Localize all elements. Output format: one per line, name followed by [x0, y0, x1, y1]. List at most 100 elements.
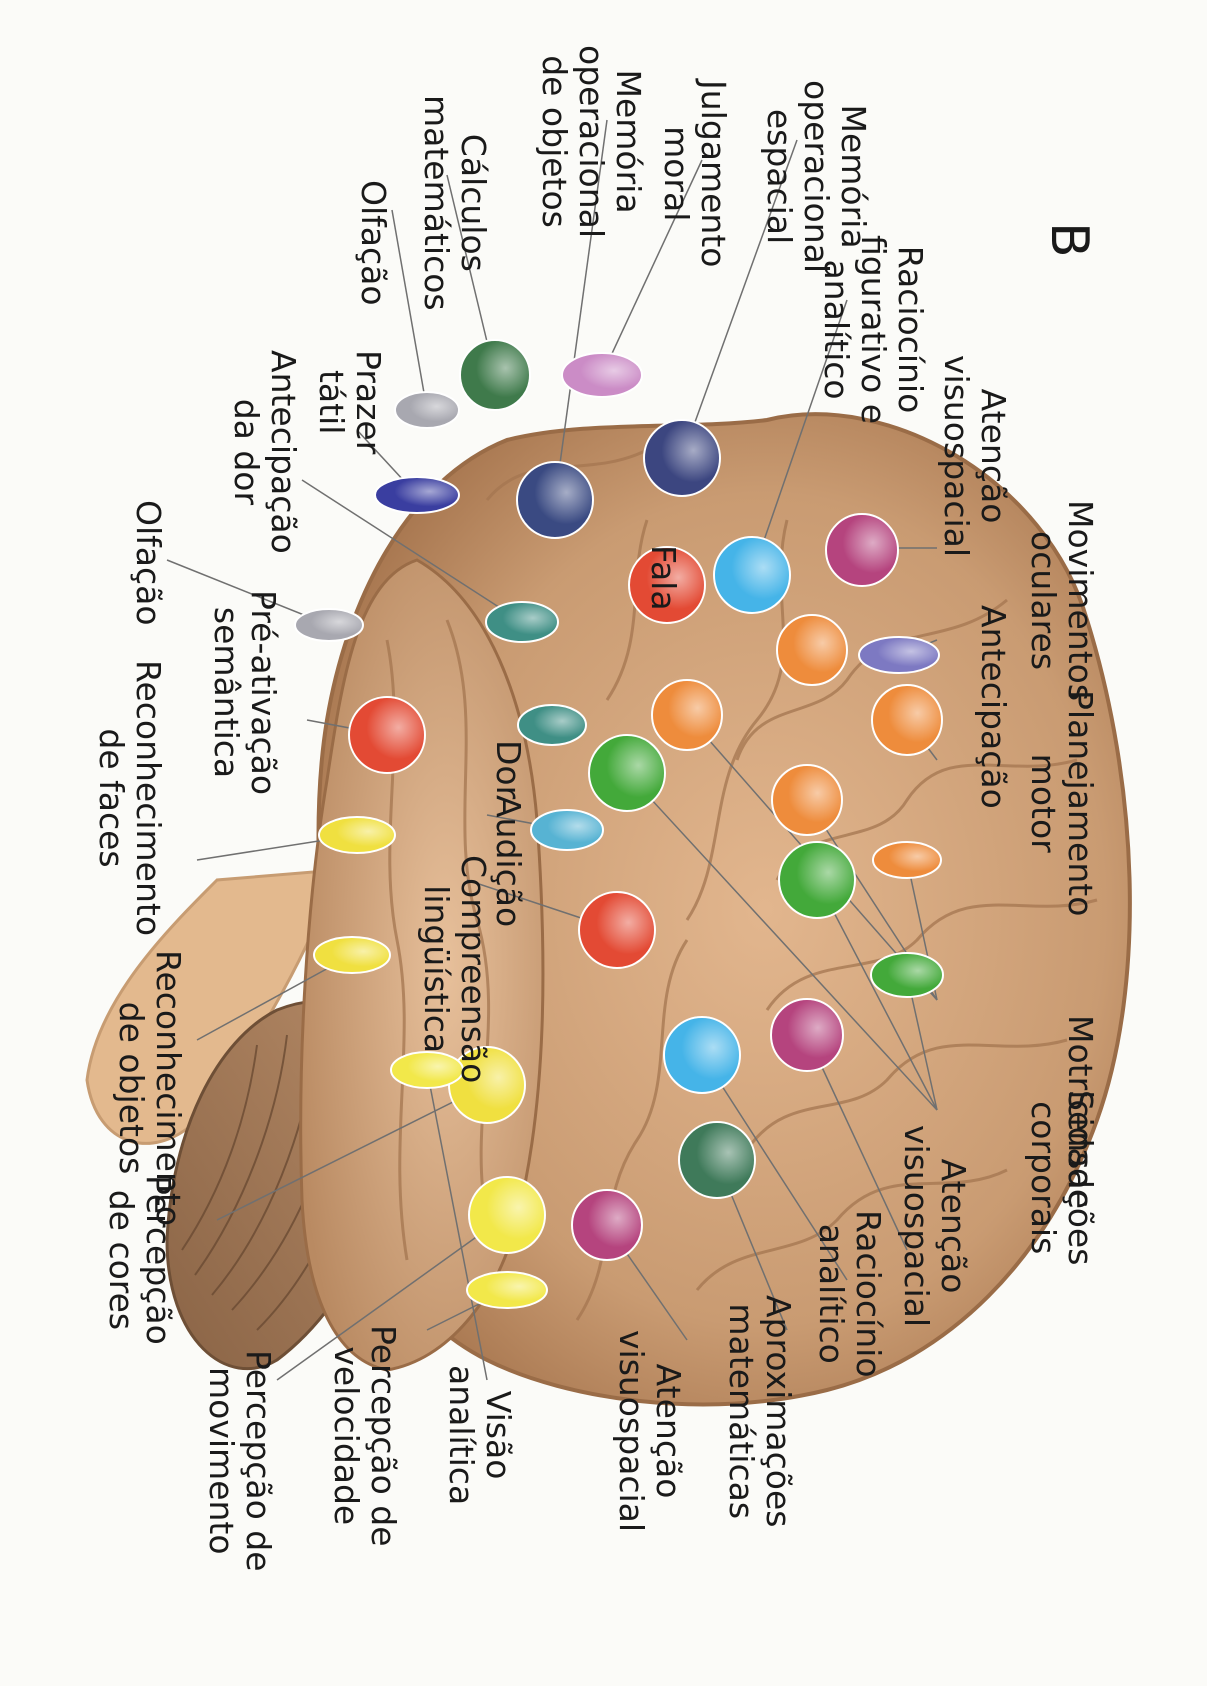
- region-atencao-occipital-highlight: [572, 1190, 642, 1260]
- label-line: de cores: [103, 1175, 140, 1345]
- region-sensacoes-3-highlight: [871, 953, 943, 997]
- label-line: Olfação: [130, 500, 167, 626]
- region-percepcao-velocidade-highlight: [467, 1272, 547, 1308]
- region-audicao-highlight: [531, 810, 603, 850]
- label-line: matemáticos: [418, 95, 455, 311]
- region-antecipacao-dor-highlight: [486, 602, 558, 642]
- label-line: Pré-ativação: [245, 590, 282, 795]
- region-memoria-objetos-highlight: [517, 462, 593, 538]
- region-movimentos-oculares-highlight: [859, 637, 939, 673]
- label-fala: Fala: [645, 545, 682, 611]
- region-pre-ativacao-highlight: [349, 697, 425, 773]
- label-line: Movimentos: [1062, 500, 1099, 701]
- label-line: Antecipação: [975, 605, 1012, 809]
- region-calculos-highlight: [460, 340, 530, 410]
- label-dor: Dor: [490, 740, 527, 799]
- label-line: Prazer: [350, 350, 387, 454]
- region-planejamento-1-highlight: [872, 685, 942, 755]
- label-line: Cálculos: [455, 95, 492, 311]
- region-reconhecimento-objetos-highlight: [314, 937, 390, 973]
- label-line: visuospacial: [898, 1125, 935, 1327]
- label-line: de faces: [93, 660, 130, 936]
- label-line: operacional: [573, 45, 610, 238]
- region-raciocinio-figurativo-highlight: [714, 537, 790, 613]
- label-line: Olfação: [355, 180, 392, 306]
- label-line: Percepção de: [240, 1350, 277, 1572]
- label-line: analítico: [813, 1210, 850, 1378]
- label-line: Reconhecimento: [130, 660, 167, 936]
- label-line: Percepção de: [365, 1325, 402, 1547]
- label-movimentos-oculares: Movimentosoculares: [1025, 500, 1099, 701]
- region-raciocinio-analitico-highlight: [664, 1017, 740, 1093]
- region-memoria-espacial-highlight: [644, 420, 720, 496]
- label-line: de objetos: [536, 45, 573, 238]
- region-motricidade-2-highlight: [873, 842, 941, 878]
- label-line: matemáticas: [723, 1295, 760, 1527]
- region-compreensao-highlight: [579, 892, 655, 968]
- label-line: tátil: [313, 350, 350, 454]
- label-line: motor: [1025, 690, 1062, 916]
- label-line: Aproximações: [760, 1295, 797, 1527]
- region-reconhecimento-faces-highlight: [319, 817, 395, 853]
- region-sensacoes-2-highlight: [779, 842, 855, 918]
- label-percepcao-cores: Percepçãode cores: [103, 1175, 177, 1345]
- region-antecipacao-1-highlight: [777, 615, 847, 685]
- region-percepcao-movimento-highlight: [469, 1177, 545, 1253]
- label-audicao: Audição: [490, 795, 527, 927]
- label-line: movimento: [203, 1350, 240, 1572]
- label-line: Memória: [835, 80, 872, 273]
- label-line: semântica: [208, 590, 245, 795]
- label-line: moral: [658, 80, 695, 267]
- label-line: Compreensão: [455, 855, 492, 1083]
- label-line: Atenção: [935, 1125, 972, 1327]
- label-line: Sensações: [1062, 1090, 1099, 1265]
- label-line: Atenção: [650, 1330, 687, 1532]
- label-line: espacial: [761, 80, 798, 273]
- region-aproximacoes-highlight: [679, 1122, 755, 1198]
- label-memoria-operacional-espacial: Memóriaoperacionalespacial: [761, 80, 872, 273]
- label-line: Raciocínio: [892, 235, 929, 424]
- label-line: Fala: [645, 545, 682, 611]
- panel-letter: B: [1039, 222, 1099, 258]
- label-olfacao-lower: Olfação: [130, 500, 167, 626]
- region-sensacoes-1-highlight: [589, 735, 665, 811]
- label-antecipacao: Antecipação: [975, 605, 1012, 809]
- label-line: analítica: [443, 1365, 480, 1505]
- label-line: Atenção: [975, 355, 1012, 557]
- label-percepcao-movimento: Percepção demovimento: [203, 1350, 277, 1572]
- label-line: Percepção: [140, 1175, 177, 1345]
- label-line: Raciocínio: [850, 1210, 887, 1378]
- region-dor-highlight: [518, 705, 586, 745]
- region-atencao-parietal-highlight: [771, 999, 843, 1071]
- label-line: Antecipação: [265, 350, 302, 554]
- label-line: oculares: [1025, 500, 1062, 701]
- label-line: visuospacial: [613, 1330, 650, 1532]
- label-line: operacional: [798, 80, 835, 273]
- label-line: Planejamento: [1062, 690, 1099, 916]
- label-line: Julgamento: [695, 80, 732, 267]
- label-line: velocidade: [328, 1325, 365, 1547]
- label-line: da dor: [228, 350, 265, 554]
- label-antecipacao-dor: Antecipaçãoda dor: [228, 350, 302, 554]
- region-julgamento-moral-highlight: [562, 353, 642, 397]
- label-line: lingüística: [418, 855, 455, 1083]
- region-prazer-tatil-highlight: [375, 477, 459, 513]
- region-planejamento-2-highlight: [652, 680, 722, 750]
- region-atencao-visuoespacial-frontal-highlight: [826, 514, 898, 586]
- region-olfacao-upper-highlight: [395, 392, 459, 428]
